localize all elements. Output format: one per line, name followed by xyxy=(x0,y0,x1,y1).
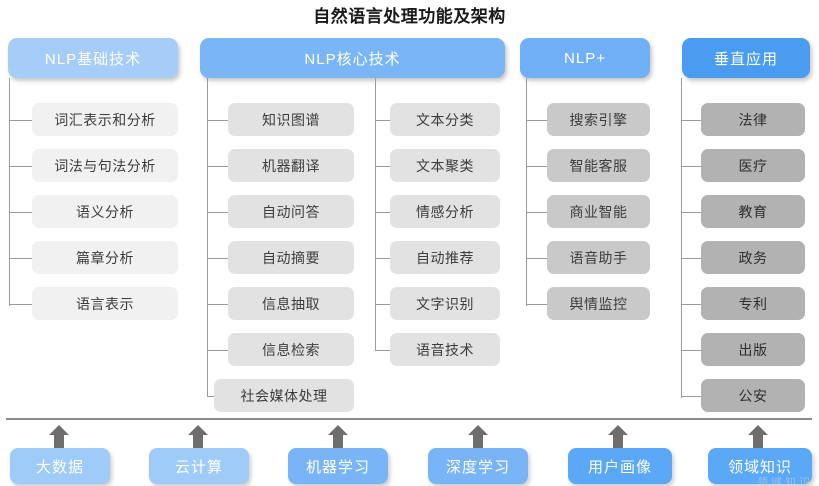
item-vertical-app-2[interactable]: 教育 xyxy=(701,195,805,228)
item-nlp-plus-2[interactable]: 商业智能 xyxy=(547,195,650,228)
item-vertical-app-5[interactable]: 出版 xyxy=(701,333,805,366)
connector-stub xyxy=(526,212,547,213)
foundation-item-5[interactable]: 领域知识 xyxy=(708,448,812,484)
connector-stub xyxy=(9,304,32,305)
connector-stub xyxy=(9,166,32,167)
up-arrow-icon xyxy=(48,424,70,450)
item-nlp-plus-4[interactable]: 舆情监控 xyxy=(547,287,650,320)
group-header-vertical-app[interactable]: 垂直应用 xyxy=(682,38,810,78)
item-nlp-core-left-1[interactable]: 机器翻译 xyxy=(228,149,354,182)
connector-stub xyxy=(9,258,32,259)
item-nlp-basic-2[interactable]: 语义分析 xyxy=(32,195,178,228)
connector-stub xyxy=(681,258,701,259)
item-nlp-basic-3[interactable]: 篇章分析 xyxy=(32,241,178,274)
connector-stub xyxy=(207,120,228,121)
foundation-baseline xyxy=(6,418,812,420)
connector-stub xyxy=(681,212,701,213)
connector-stub xyxy=(681,304,701,305)
item-nlp-core-right-1[interactable]: 文本聚类 xyxy=(390,149,500,182)
item-vertical-app-6[interactable]: 公安 xyxy=(701,379,805,412)
up-arrow-icon xyxy=(607,424,629,450)
item-nlp-core-right-3[interactable]: 自动推荐 xyxy=(390,241,500,274)
watermark-text: 领域知识 xyxy=(757,477,813,486)
item-nlp-core-left-6[interactable]: 社会媒体处理 xyxy=(214,379,354,412)
connector-stub xyxy=(375,212,396,213)
item-nlp-basic-0[interactable]: 词汇表示和分析 xyxy=(32,103,178,136)
item-vertical-app-3[interactable]: 政务 xyxy=(701,241,805,274)
connector-stub xyxy=(207,258,228,259)
foundation-item-2[interactable]: 机器学习 xyxy=(288,448,388,484)
connector-stub xyxy=(207,350,228,351)
item-nlp-core-right-4[interactable]: 文字识别 xyxy=(390,287,500,320)
foundation-item-3[interactable]: 深度学习 xyxy=(428,448,528,484)
item-nlp-core-left-0[interactable]: 知识图谱 xyxy=(228,103,354,136)
foundation-item-4[interactable]: 用户画像 xyxy=(568,448,672,484)
connector-stub xyxy=(9,120,32,121)
item-nlp-core-left-2[interactable]: 自动问答 xyxy=(228,195,354,228)
item-nlp-core-left-3[interactable]: 自动摘要 xyxy=(228,241,354,274)
item-vertical-app-4[interactable]: 专利 xyxy=(701,287,805,320)
connector-stub xyxy=(375,350,396,351)
connector-stub xyxy=(526,120,547,121)
item-nlp-core-left-4[interactable]: 信息抽取 xyxy=(228,287,354,320)
connector-stub xyxy=(207,304,228,305)
item-nlp-core-right-5[interactable]: 语音技术 xyxy=(390,333,500,366)
page-title: 自然语言处理功能及架构 xyxy=(313,7,506,26)
foundation-item-1[interactable]: 云计算 xyxy=(149,448,249,484)
connector-stub xyxy=(526,304,547,305)
connector-stub xyxy=(681,120,701,121)
connector-stub xyxy=(207,212,228,213)
foundation-item-0[interactable]: 大数据 xyxy=(10,448,110,484)
connector-stub xyxy=(9,212,32,213)
connector-stub xyxy=(681,396,701,397)
item-nlp-basic-4[interactable]: 语言表示 xyxy=(32,287,178,320)
group-header-nlp-basic[interactable]: NLP基础技术 xyxy=(8,38,178,78)
item-nlp-core-left-5[interactable]: 信息检索 xyxy=(228,333,354,366)
item-vertical-app-0[interactable]: 法律 xyxy=(701,103,805,136)
item-nlp-plus-0[interactable]: 搜索引擎 xyxy=(547,103,650,136)
up-arrow-icon xyxy=(187,424,209,450)
item-nlp-basic-1[interactable]: 词法与句法分析 xyxy=(32,149,178,182)
up-arrow-icon xyxy=(747,424,769,450)
connector-stub xyxy=(681,166,701,167)
connector-trunk-nlp-core-left xyxy=(207,78,208,396)
item-vertical-app-1[interactable]: 医疗 xyxy=(701,149,805,182)
up-arrow-icon xyxy=(467,424,489,450)
connector-stub xyxy=(375,166,396,167)
up-arrow-icon xyxy=(327,424,349,450)
connector-stub xyxy=(526,166,547,167)
connector-stub xyxy=(207,166,228,167)
connector-trunk-vertical-app xyxy=(681,78,682,398)
group-header-nlp-core[interactable]: NLP核心技术 xyxy=(200,38,505,78)
connector-trunk-nlp-core-right xyxy=(375,78,376,350)
connector-stub xyxy=(375,120,396,121)
item-nlp-plus-3[interactable]: 语音助手 xyxy=(547,241,650,274)
connector-stub xyxy=(681,350,701,351)
item-nlp-core-right-2[interactable]: 情感分析 xyxy=(390,195,500,228)
item-nlp-plus-1[interactable]: 智能客服 xyxy=(547,149,650,182)
group-header-nlp-plus[interactable]: NLP+ xyxy=(520,38,650,78)
connector-stub xyxy=(375,258,396,259)
connector-trunk-nlp-basic xyxy=(9,78,10,306)
item-nlp-core-right-0[interactable]: 文本分类 xyxy=(390,103,500,136)
connector-trunk-nlp-plus xyxy=(526,78,527,306)
connector-stub xyxy=(375,304,396,305)
connector-stub xyxy=(526,258,547,259)
